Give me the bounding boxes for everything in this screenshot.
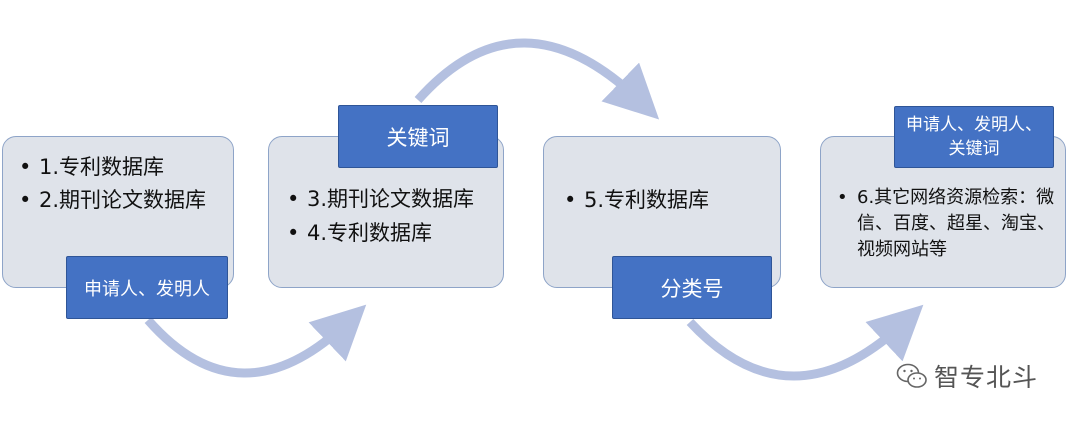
watermark: 智专北斗	[896, 358, 1038, 394]
tag-label: 关键词	[386, 125, 450, 150]
list-item: 2.期刊论文数据库	[17, 184, 222, 217]
arrow-1-to-2	[144, 304, 367, 378]
list-item: 1.专利数据库	[17, 151, 222, 184]
list-item: 6.其它网络资源检索：微信、百度、超星、淘宝、视频网站等	[835, 185, 1059, 263]
list-item: 4.专利数据库	[285, 219, 490, 248]
arrow-2-to-3	[414, 38, 660, 120]
tag-applicant-inventor-keyword: 申请人、发明人、 关键词	[894, 106, 1054, 168]
tag-label: 申请人、发明人	[84, 278, 210, 300]
tag-label-line-1: 申请人、发明人、	[906, 115, 1042, 135]
tag-keyword: 关键词	[338, 105, 498, 168]
wechat-icon	[896, 363, 927, 388]
arrow-3-to-4	[686, 304, 924, 381]
tag-label: 分类号	[660, 276, 724, 301]
tag-label-line-2: 关键词	[948, 139, 1000, 159]
step-box-1: 1.专利数据库 2.期刊论文数据库	[2, 136, 234, 288]
list-item: 5.专利数据库	[562, 185, 767, 215]
tag-applicant-inventor: 申请人、发明人	[66, 256, 228, 319]
tag-classification: 分类号	[612, 256, 772, 319]
step-box-4: 6.其它网络资源检索：微信、百度、超星、淘宝、视频网站等	[820, 136, 1066, 288]
watermark-text: 智专北斗	[934, 363, 1039, 392]
list-item: 3.期刊论文数据库	[285, 185, 490, 214]
